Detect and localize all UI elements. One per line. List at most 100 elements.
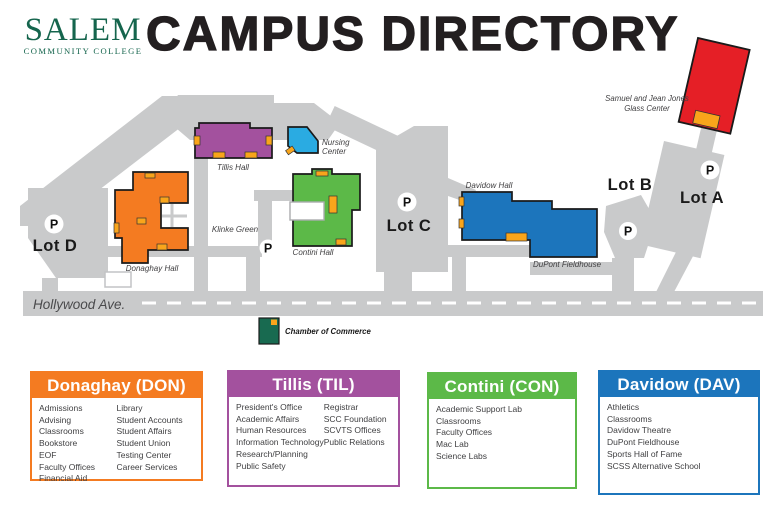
parking-icon-lot-b (619, 222, 637, 240)
path-tillis-south (194, 130, 208, 256)
chamber-swatch-door (271, 319, 277, 325)
path-stub-davidow (452, 257, 466, 292)
page-title: CAMPUS DIRECTORY (145, 7, 680, 61)
glass-center-door (692, 109, 721, 130)
directory-item: Classrooms (607, 413, 652, 424)
building-contini (292, 168, 361, 247)
parking-icon-lot-d (44, 214, 64, 234)
directory-item: Classrooms (39, 426, 84, 437)
tillis-doors (193, 135, 273, 159)
directory-item: Information Technology (236, 437, 324, 448)
directory-item: Academic Support Lab (436, 404, 522, 414)
directory-item: Science Labs (436, 450, 488, 461)
directory-item: Mac Lab (436, 439, 469, 450)
label-lot-d: Lot D (33, 237, 78, 255)
building-donaghay (114, 171, 189, 264)
directory-item: Research/Planning (236, 448, 308, 459)
directory-item: Public Relations (323, 437, 385, 448)
parking-letter-lot-c: P (403, 196, 411, 210)
directory-item: Registrar (323, 402, 359, 412)
directory-item: Student Affairs (116, 426, 172, 437)
parking-letter-klinke: P (264, 242, 272, 256)
label-contini: Contini Hall (293, 248, 334, 257)
directory-item: Academic Affairs (236, 413, 300, 424)
path-davidow-south (438, 245, 532, 257)
directory-item: SCSS Alternative School (607, 460, 701, 471)
directory-item: EOF (39, 449, 57, 460)
contini-doors (315, 170, 347, 246)
path-contini-west (254, 190, 292, 201)
directory-item: SCC Foundation (323, 413, 387, 424)
parking-markers: P P P P P (44, 160, 720, 257)
davidow-doors (458, 196, 528, 242)
directory-box-tillis: Tillis (TIL) President's Office Academic… (227, 370, 400, 487)
directory-box-contini: Contini (CON) Academic Support Lab Class… (427, 372, 577, 489)
directory-box-davidow-body: Athletics Classrooms Davidow Theatre DuP… (600, 397, 758, 472)
directory-box-contini-title: Contini (CON) (429, 374, 575, 399)
label-nursing-2: Center (322, 147, 346, 156)
label-lot-c: Lot C (387, 217, 432, 235)
path-stub-2 (246, 256, 260, 292)
path-stub-lot-b (612, 258, 634, 292)
path-klinke-south (100, 246, 262, 257)
parking-icon-klinke (259, 239, 277, 257)
directory-item: Athletics (607, 402, 640, 412)
building-nursing-center (287, 126, 319, 154)
parking-letter-lot-a: P (706, 164, 714, 178)
parking-icon-lot-a (700, 160, 720, 180)
label-lot-a: Lot A (680, 189, 724, 207)
directory-item: President's Office (236, 402, 303, 412)
label-chamber-of-commerce: Chamber of Commerce (285, 327, 371, 336)
label-glass-1: Samuel and Jean Jones (605, 94, 689, 103)
directory-item: DuPont Fieldhouse (607, 437, 680, 448)
label-glass-2: Glass Center (624, 104, 670, 113)
directory-item: Bookstore (39, 438, 78, 449)
directory-item: Human Resources (236, 425, 307, 436)
label-nursing-1: Nursing (322, 138, 350, 147)
directory-item: Admissions (39, 403, 83, 413)
directory-box-contini-body: Academic Support Lab Classrooms Faculty … (429, 399, 575, 463)
directory-item: Davidow Theatre (607, 425, 672, 436)
directory-item: Testing Center (116, 449, 172, 460)
directory-box-davidow: Davidow (DAV) Athletics Classrooms David… (598, 370, 760, 495)
path-stub-1 (194, 256, 208, 292)
label-hollywood-ave: Hollywood Ave. (33, 297, 125, 312)
nursing-door (285, 145, 296, 156)
directory-box-tillis-body: President's Office Academic Affairs Huma… (229, 397, 398, 472)
directory-item: Faculty Offices (436, 427, 493, 438)
label-klinke-green: Klinke Green (212, 225, 259, 234)
parking-letter-lot-d: P (50, 218, 58, 232)
directory-item: Career Services (116, 461, 178, 472)
directory-item: Student Accounts (116, 414, 183, 425)
label-donaghay: Donaghay Hall (126, 264, 179, 273)
parking-icon-lot-c (397, 192, 417, 212)
parking-lot-d (28, 188, 108, 278)
logo-subtitle: COMMUNITY COLLEGE (23, 46, 143, 56)
directory-item: Advising (39, 414, 72, 425)
donaghay-doors (113, 172, 170, 251)
school-logo: SALEM COMMUNITY COLLEGE (21, 12, 145, 57)
logo-name: SALEM (24, 12, 142, 48)
path-dupont-lotb (530, 262, 616, 275)
label-davidow: Davidow Hall (466, 181, 513, 190)
directory-item: Student Union (116, 438, 171, 449)
directory-box-davidow-title: Davidow (DAV) (600, 372, 758, 397)
path-stub-lot-d (42, 278, 58, 292)
label-lot-b: Lot B (608, 176, 653, 194)
directory-box-donaghay-title: Donaghay (DON) (32, 373, 201, 398)
building-tillis (194, 122, 273, 159)
directory-item: Library (116, 403, 143, 413)
contini-courtyard (289, 201, 325, 221)
directory-item: Classrooms (436, 415, 481, 426)
directory-item: Financial Aid (39, 473, 88, 484)
label-dupont: DuPont Fieldhouse (533, 260, 602, 269)
parking-letter-lot-b: P (624, 225, 632, 239)
path-steps (104, 271, 132, 288)
directory-item: Faculty Offices (39, 461, 96, 472)
directory-item: SCVTS Offices (323, 425, 381, 436)
directory-box-donaghay-body: Admissions Advising Classrooms Bookstore… (32, 398, 201, 485)
directory-box-tillis-title: Tillis (TIL) (229, 372, 398, 397)
building-glass-center (677, 36, 751, 135)
